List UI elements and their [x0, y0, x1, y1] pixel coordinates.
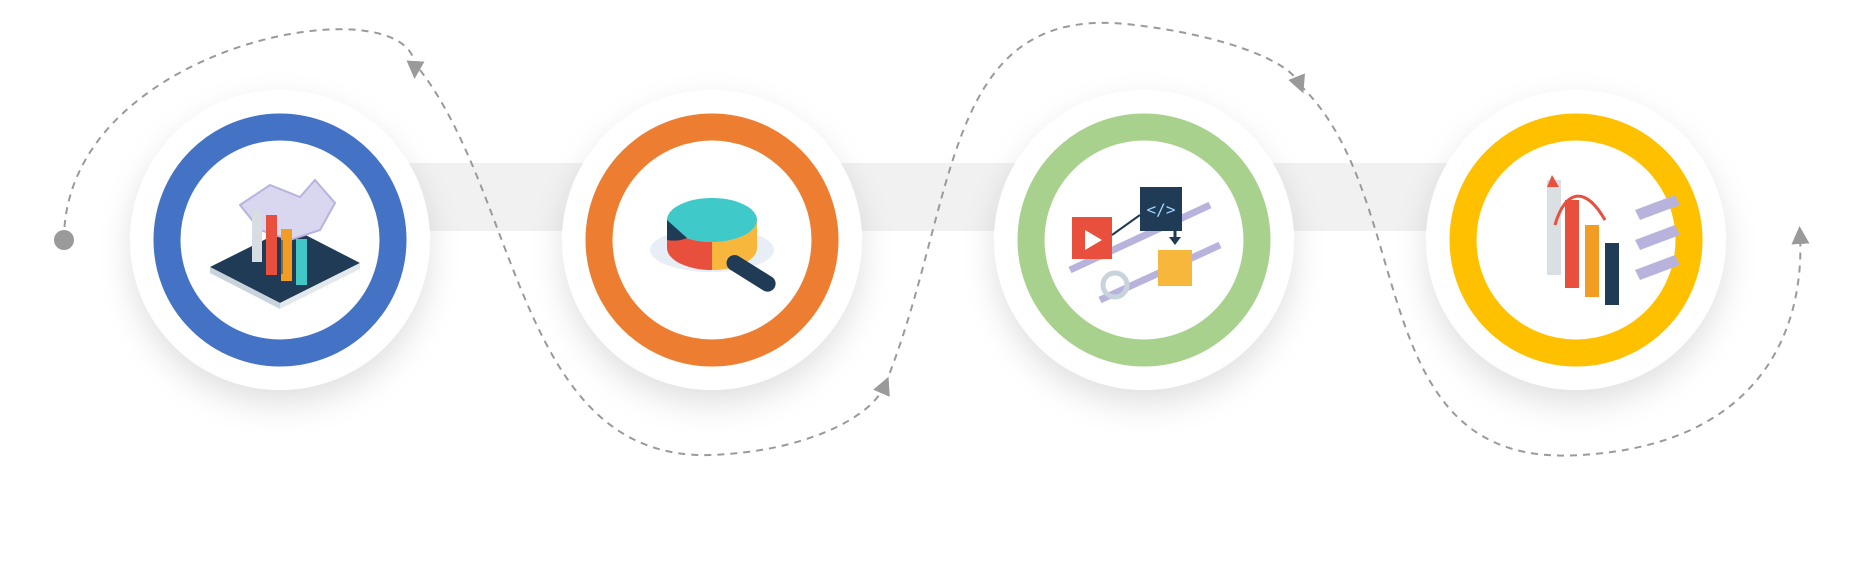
step-circle: [994, 90, 1294, 390]
growth-bar-chart-icon: [1547, 175, 1680, 305]
step-ring: [153, 113, 407, 367]
svg-text:</>: </>: [1147, 200, 1176, 219]
tablet-analytics-icon: [210, 178, 360, 309]
magnifier-pie-chart-icon: [650, 198, 776, 292]
step-ring: [585, 113, 839, 367]
dashed-connector-1: [63, 28, 425, 241]
dashed-connector-3: [884, 22, 1305, 386]
dashed-connectors: [54, 22, 1810, 457]
dashed-connector-2: [419, 69, 890, 457]
step-ring: [1449, 113, 1703, 367]
start-dot: [54, 230, 74, 250]
dashed-connector-4: [1299, 84, 1810, 457]
code-video-folder-workflow-icon: </>: [1068, 187, 1222, 304]
step-ring: [1017, 113, 1271, 367]
